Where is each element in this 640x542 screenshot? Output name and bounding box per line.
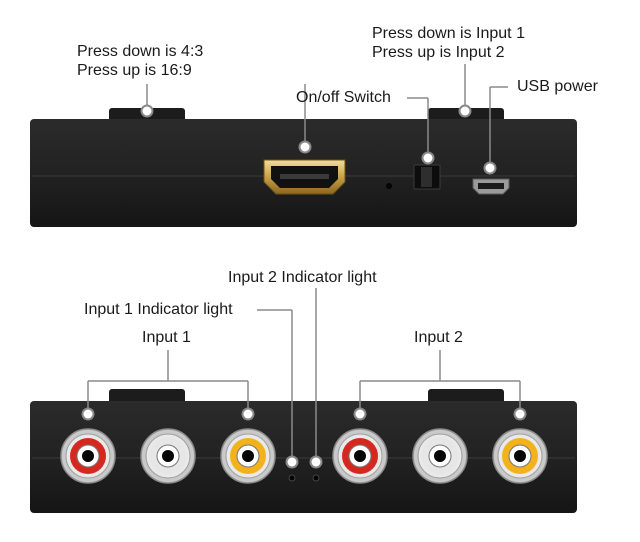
input2-indicator-label: Input 2 Indicator light — [228, 269, 377, 286]
micro-usb-port-icon — [472, 178, 510, 195]
rca-jack-input1-white-icon — [140, 428, 196, 484]
top-callout-dots — [140, 104, 497, 175]
slide-switch-icon[interactable] — [413, 164, 441, 190]
hdmi-port-icon — [263, 159, 346, 195]
input1-indicator-label: Input 1 Indicator light — [84, 301, 233, 318]
rca-jack-input2-yellow-icon — [492, 428, 548, 484]
bottom-device — [30, 389, 577, 513]
onoff-switch-label: On/off Switch — [296, 89, 391, 106]
usb-power-label: USB power — [517, 78, 598, 95]
rca-jack-input2-white-icon — [412, 428, 468, 484]
input1-label: Input 1 — [142, 329, 191, 346]
top-device — [30, 108, 577, 227]
input-button-label-line1: Press down is Input 1 — [372, 25, 525, 42]
input2-label: Input 2 — [414, 329, 463, 346]
bottom-callout-dots — [81, 407, 527, 469]
indicator-led-icon — [288, 474, 320, 482]
bottom-callouts — [87, 288, 521, 460]
aspect-ratio-label-line2: Press up is 16:9 — [77, 62, 192, 79]
rca-jack-input1-red-icon — [60, 428, 116, 484]
top-callouts — [146, 64, 508, 167]
aspect-ratio-label-line1: Press down is 4:3 — [77, 43, 204, 60]
rca-jack-input2-red-icon — [332, 428, 388, 484]
input-button-label-line2: Press up is Input 2 — [372, 44, 505, 61]
reset-hole-icon — [386, 183, 392, 189]
rca-jack-input1-yellow-icon — [220, 428, 276, 484]
